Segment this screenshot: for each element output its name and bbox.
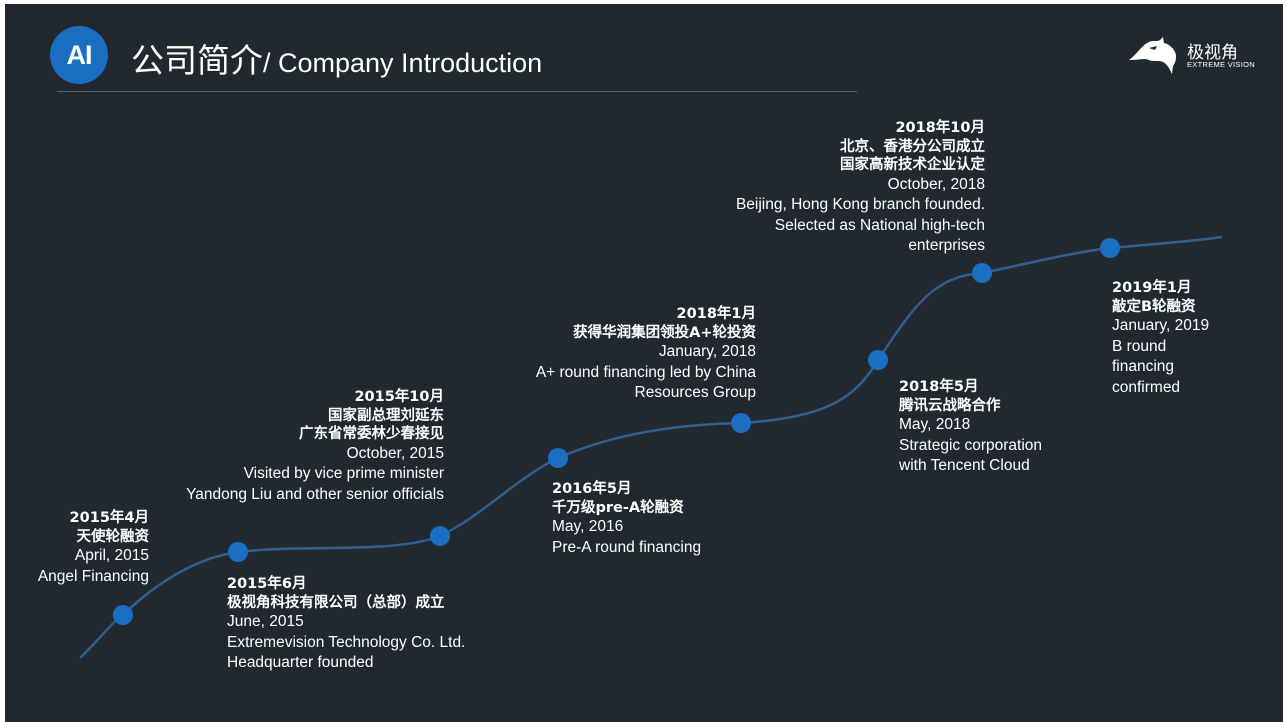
milestone-date-en: October, 2015 (346, 444, 444, 462)
brand-name-en: EXTREME VISION (1187, 60, 1255, 69)
milestone-event-en: Selected as National high-tech (774, 216, 985, 234)
milestone-event-en: Angel Financing (37, 567, 149, 585)
milestone-event-en: A+ round financing led by China (535, 363, 756, 381)
milestone-2015-10: 2015年10月 国家副总理刘延东 广东省常委林少春接见 October, 20… (186, 388, 444, 505)
milestone-date-zh: 2018年10月 (895, 120, 985, 136)
title-divider (57, 91, 857, 92)
milestone-event-zh: 天使轮融资 (76, 528, 150, 545)
milestone-event-en: confirmed (1112, 378, 1181, 396)
slide: AI 公司简介/ Company Introduction 极视角 EXTREM… (5, 4, 1283, 722)
milestone-dot (868, 350, 888, 370)
milestone-2018-10: 2018年10月 北京、香港分公司成立 国家高新技术企业认定 October, … (736, 119, 985, 257)
milestone-event-en: Yandong Liu and other senior officials (186, 485, 444, 503)
milestone-date-zh: 2018年5月 (899, 379, 979, 395)
milestone-2015-06: 2015年6月 极视角科技有限公司（总部）成立 June, 2015 Extre… (227, 575, 465, 674)
milestone-event-en: Beijing, Hong Kong branch founded. (735, 196, 985, 213)
milestone-date-en: October, 2018 (887, 175, 985, 193)
milestone-event-zh: 敲定B轮融资 (1112, 298, 1196, 315)
milestone-event-zh: 国家高新技术企业认定 (840, 157, 985, 173)
milestone-dot (972, 263, 992, 283)
timeline-graphic (79, 235, 1223, 659)
title-en: / Company Introduction (263, 48, 543, 78)
brand-logo: 极视角 EXTREME VISION (1127, 34, 1283, 78)
milestone-dot (430, 526, 450, 546)
milestone-2016-05: 2016年5月 千万级pre-A轮融资 May, 2016 Pre-A roun… (552, 480, 701, 558)
eagle-logo-icon (1129, 37, 1177, 74)
milestone-event-en: enterprises (908, 237, 985, 254)
milestone-event-en: Strategic corporation (899, 436, 1043, 454)
milestone-date-en: January, 2018 (658, 343, 756, 360)
milestone-event-zh: 极视角科技有限公司（总部）成立 (227, 594, 445, 611)
milestone-event-zh: 千万级pre-A轮融资 (552, 499, 684, 516)
milestone-event-en: Pre-A round financing (552, 538, 702, 556)
ai-badge: AI (50, 26, 108, 84)
milestone-event-zh: 获得华润集团领投A+轮投资 (573, 324, 756, 341)
brand-name-zh: 极视角 (1187, 43, 1238, 63)
milestone-date-zh: 2018年1月 (676, 306, 756, 322)
milestone-date-en: May, 2018 (899, 416, 971, 433)
milestone-2018-05: 2018年5月 腾讯云战略合作 May, 2018 Strategic corp… (899, 378, 1042, 477)
milestone-2015-04: 2015年4月 天使轮融资 April, 2015 Angel Financin… (38, 509, 149, 587)
timeline-curve (79, 235, 1223, 659)
milestone-date-en: April, 2015 (74, 547, 149, 564)
milestone-date-zh: 2015年10月 (354, 389, 444, 405)
milestone-event-en: B round (1112, 337, 1167, 355)
milestone-dot (731, 413, 751, 433)
milestone-date-zh: 2015年6月 (227, 576, 307, 592)
milestone-dot (228, 542, 248, 562)
milestone-date-zh: 2015年4月 (69, 510, 149, 526)
milestone-date-en: June, 2015 (227, 613, 304, 630)
milestone-event-en: Extremevision Technology Co. Ltd. (227, 633, 466, 651)
page-title: 公司简介/ Company Introduction (131, 34, 542, 82)
milestone-dot (113, 605, 133, 625)
milestone-dot (1100, 238, 1120, 258)
milestone-event-zh: 国家副总理刘延东 (328, 407, 444, 424)
milestone-event-zh: 广东省常委林少春接见 (299, 426, 444, 442)
milestone-2018-01: 2018年1月 获得华润集团领投A+轮投资 January, 2018 A+ r… (536, 305, 756, 404)
milestone-date-en: May, 2016 (552, 518, 624, 535)
milestone-event-zh: 腾讯云战略合作 (899, 397, 1001, 414)
milestone-2019-01: 2019年1月 敲定B轮融资 January, 2019 B round fin… (1112, 279, 1209, 398)
milestone-event-zh: 北京、香港分公司成立 (840, 138, 985, 155)
milestone-dot (548, 448, 568, 468)
milestone-date-zh: 2016年5月 (552, 481, 632, 497)
milestone-date-en: January, 2019 (1112, 317, 1210, 334)
title-zh: 公司简介 (131, 41, 263, 80)
milestone-event-en: financing (1112, 358, 1175, 375)
milestone-event-en: Visited by vice prime minister (243, 465, 444, 482)
milestone-event-en: Resources Group (634, 384, 756, 401)
milestone-date-zh: 2019年1月 (1112, 280, 1192, 296)
milestone-event-en: Headquarter founded (227, 654, 374, 671)
milestone-event-en: with Tencent Cloud (899, 457, 1030, 474)
